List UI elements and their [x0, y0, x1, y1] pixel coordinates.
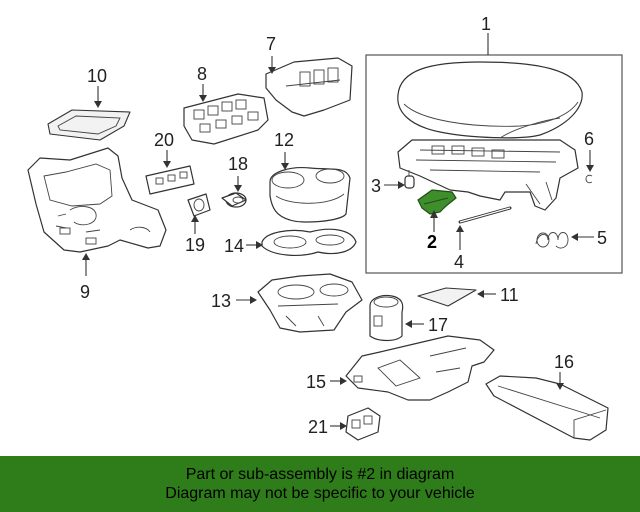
callout-5: 5	[597, 228, 607, 248]
callout-4: 4	[454, 252, 464, 272]
leader-13-arrowhead	[250, 296, 257, 304]
callout-19: 19	[185, 235, 205, 255]
leader-15-arrowhead	[340, 377, 347, 385]
bezel-part-7	[265, 57, 353, 117]
spring-part-5	[535, 232, 569, 249]
leader-12-arrowhead	[281, 163, 289, 170]
callout-12: 12	[274, 130, 294, 150]
leader-5-arrowhead	[571, 233, 578, 241]
callout-1: 1	[481, 14, 491, 34]
leader-20-arrowhead	[163, 161, 171, 168]
callout-17: 17	[428, 315, 448, 335]
parts-diagram: 1 2 3 4 5	[27, 14, 623, 441]
cupholder-trim-part-14	[261, 228, 357, 256]
leader-2-arrowhead	[430, 210, 438, 218]
callout-13: 13	[211, 291, 231, 311]
callout-6: 6	[584, 129, 594, 149]
leader-11-arrowhead	[477, 290, 484, 298]
connector-part-21	[345, 407, 381, 441]
console-trim-panel-part-9	[27, 147, 167, 253]
info-banner: Part or sub-assembly is #2 in diagram Di…	[0, 456, 640, 512]
tray-mat-part-10	[47, 109, 131, 141]
leader-14-arrowhead	[256, 241, 263, 249]
cupholder-base-part-13	[257, 273, 363, 333]
latch-part-2-highlighted	[417, 189, 457, 215]
rod-part-4	[458, 206, 512, 224]
clip-part-6	[585, 174, 593, 184]
leader-10-arrowhead	[94, 101, 102, 108]
storage-bin-part-16	[485, 375, 609, 441]
switch-panel-part-8	[183, 93, 269, 145]
armrest-base-part	[397, 139, 579, 211]
switch-part-20	[145, 165, 195, 195]
leader-9-arrowhead	[82, 253, 90, 260]
leader-21-arrowhead	[340, 422, 347, 430]
leader-18-arrowhead	[234, 185, 242, 192]
banner-line-disclaimer: Diagram may not be specific to your vehi…	[165, 485, 475, 502]
armrest-assembly-group-box	[365, 54, 623, 274]
cupholder-insert-part-12	[269, 167, 351, 223]
shifter-part-17	[369, 294, 404, 342]
leader-6-arrowhead	[586, 165, 594, 172]
banner-line-part-info: Part or sub-assembly is #2 in diagram	[185, 466, 455, 483]
bezel-ring-part-19	[187, 193, 211, 217]
callout-7: 7	[266, 34, 276, 54]
callout-10: 10	[87, 66, 107, 86]
leader-17-arrowhead	[405, 320, 412, 328]
armrest-lid-part	[397, 61, 583, 139]
leader-8-arrowhead	[199, 95, 207, 102]
callout-21: 21	[308, 417, 328, 437]
callout-11: 11	[500, 285, 519, 305]
pad-part-11	[417, 287, 477, 307]
callout-2: 2	[427, 232, 437, 252]
callout-18: 18	[228, 154, 248, 174]
leader-7-arrowhead	[268, 67, 276, 74]
callout-20: 20	[154, 130, 174, 150]
leader-3-arrowhead	[398, 181, 405, 189]
callout-16: 16	[554, 352, 574, 372]
callout-8: 8	[197, 64, 207, 84]
leader-19-arrowhead	[191, 215, 199, 222]
callout-15: 15	[306, 372, 326, 392]
leader-4-arrowhead	[456, 225, 464, 232]
pin-part-3	[404, 170, 415, 189]
callout-9: 9	[80, 282, 90, 302]
shifter-plate-part-15	[345, 335, 495, 401]
leader-16-arrowhead	[556, 383, 564, 390]
socket-part-18	[221, 192, 247, 208]
callout-14: 14	[224, 236, 244, 256]
callout-3: 3	[371, 176, 381, 196]
